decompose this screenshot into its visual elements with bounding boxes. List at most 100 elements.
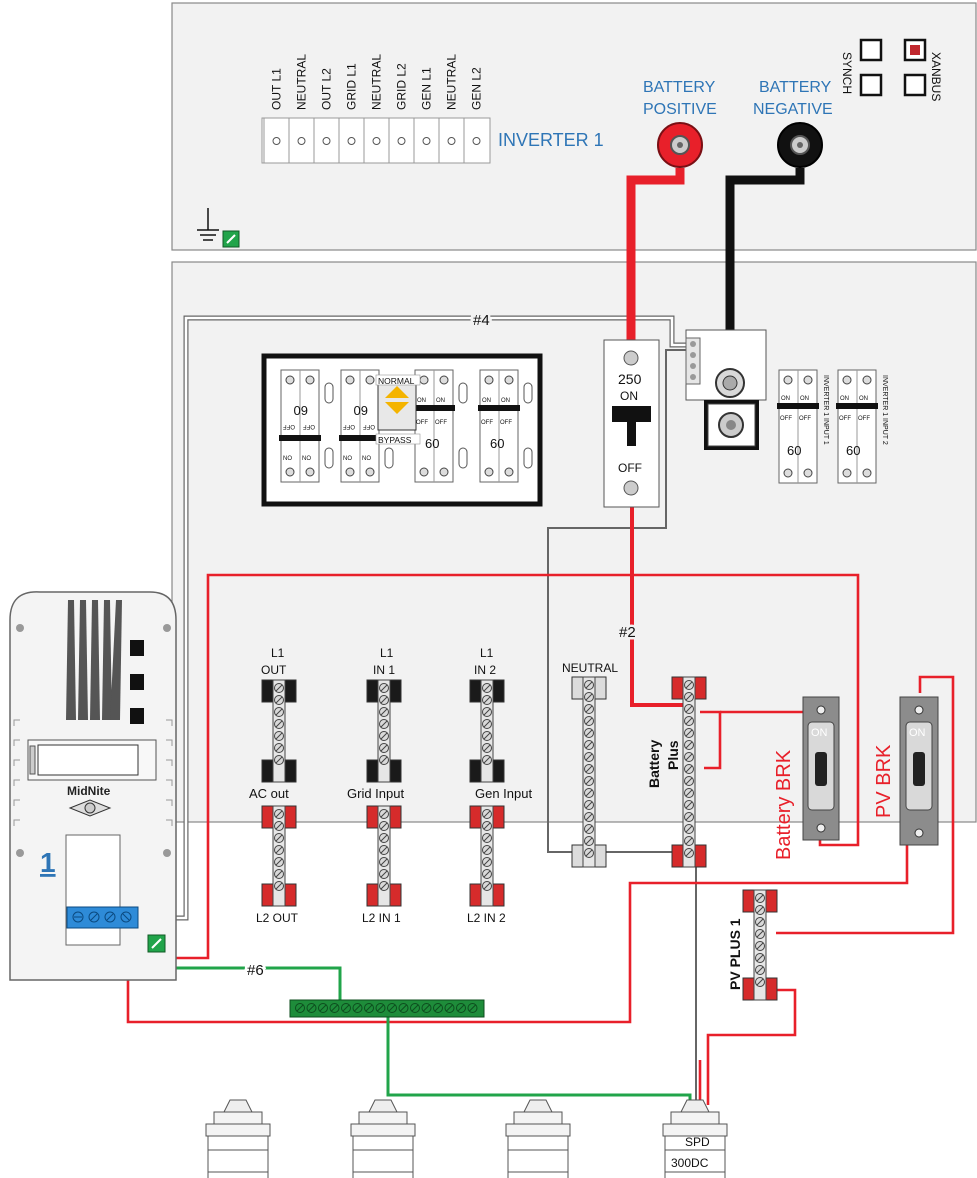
inverter-terminal-block bbox=[261, 117, 491, 164]
battery-breaker[interactable] bbox=[802, 696, 840, 841]
inverter-terminal-label: GEN L1 bbox=[420, 67, 434, 110]
pv-plus-label: PV PLUS 1 bbox=[727, 918, 743, 990]
neutral-busbar[interactable] bbox=[571, 676, 607, 868]
inverter-terminal-screw[interactable] bbox=[372, 137, 381, 145]
battery-negative-label-1: BATTERY bbox=[759, 79, 832, 96]
input-breaker-label: INVERTER 1 INPUT 1 bbox=[822, 375, 829, 445]
l1-in2-label-1: L1 bbox=[480, 646, 494, 660]
l1-out-label-2: OUT bbox=[261, 663, 287, 677]
bypass-switch[interactable] bbox=[377, 377, 417, 431]
breaker-handle[interactable] bbox=[523, 447, 533, 469]
bypass-breaker-on: ON bbox=[482, 398, 491, 404]
synch-label: SYNCH bbox=[840, 52, 854, 94]
battery-negative-terminal[interactable] bbox=[777, 122, 823, 168]
l2-busbar[interactable] bbox=[261, 805, 297, 907]
main-dc-breaker[interactable] bbox=[603, 339, 660, 508]
bypass-breaker-rating: 60 bbox=[294, 403, 308, 418]
input-breaker-off: OFF bbox=[780, 416, 792, 422]
charge-controller bbox=[9, 591, 177, 981]
breaker-handle[interactable] bbox=[324, 447, 334, 469]
input-breaker-on: ON bbox=[840, 396, 849, 402]
breaker-handle[interactable] bbox=[458, 382, 468, 404]
battery-plus-busbar[interactable] bbox=[671, 676, 707, 868]
ac-out-label: AC out bbox=[249, 786, 289, 801]
breaker-handle[interactable] bbox=[458, 447, 468, 469]
l1-in2-label-2: IN 2 bbox=[474, 663, 496, 677]
l1-busbar[interactable] bbox=[469, 679, 505, 783]
inverter-terminal-screw[interactable] bbox=[322, 137, 331, 145]
main-breaker-off: OFF bbox=[618, 461, 642, 475]
inverter-terminal-screw[interactable] bbox=[422, 137, 431, 145]
wire-6-label: #6 bbox=[247, 962, 264, 979]
inverter-terminal-screw[interactable] bbox=[297, 137, 306, 145]
bypass-breaker-rating: 60 bbox=[490, 436, 504, 451]
battery-breaker-label: Battery BRK bbox=[773, 749, 795, 860]
l2-out-label: L2 OUT bbox=[256, 911, 299, 925]
battery-positive-terminal[interactable] bbox=[657, 122, 703, 168]
inverter-terminal-screw[interactable] bbox=[347, 137, 356, 145]
inverter-terminal-label: NEUTRAL bbox=[445, 54, 459, 110]
inverter-terminal-label: NEUTRAL bbox=[295, 54, 309, 110]
inverter-terminal-screw[interactable] bbox=[472, 137, 481, 145]
spd-label-2: 300DC bbox=[671, 1156, 709, 1170]
ac-busbars bbox=[261, 676, 778, 1001]
bypass-breaker-off: OFF bbox=[435, 420, 447, 426]
bypass-breaker-on: ON bbox=[436, 398, 445, 404]
normal-label: NORMAL bbox=[378, 376, 415, 386]
bypass-breaker-off: OFF bbox=[416, 420, 428, 426]
ground-bar bbox=[289, 999, 485, 1018]
bypass-breaker-off: OFF bbox=[500, 420, 512, 426]
charge-controller-terminals[interactable] bbox=[66, 906, 139, 929]
synch-port-1[interactable] bbox=[859, 38, 883, 62]
input-breaker-on: ON bbox=[800, 396, 809, 402]
inverter-terminal-screw[interactable] bbox=[272, 137, 281, 145]
input-breaker-label: INVERTER 1 INPUT 2 bbox=[881, 375, 888, 445]
l2-busbar[interactable] bbox=[366, 805, 402, 907]
wire-battery-positive bbox=[626, 168, 685, 355]
bypass-breaker-off: OFF bbox=[283, 423, 295, 429]
breaker-handle[interactable] bbox=[384, 447, 394, 469]
pv-breaker-label: PV BRK bbox=[873, 744, 895, 818]
battery-breaker-on: ON bbox=[811, 727, 828, 739]
breaker-handle[interactable] bbox=[324, 382, 334, 404]
battery-plus-label-2: Plus bbox=[665, 740, 681, 770]
inverter-terminal-screw[interactable] bbox=[397, 137, 406, 145]
bypass-breaker-on: ON bbox=[417, 398, 426, 404]
l1-busbar[interactable] bbox=[261, 679, 297, 783]
wire-2-label: #2 bbox=[619, 624, 636, 641]
gen-input-label: Gen Input bbox=[475, 786, 532, 801]
input-breaker-off: OFF bbox=[839, 416, 851, 422]
inverter-terminal-screw[interactable] bbox=[447, 137, 456, 145]
conduit-fitting bbox=[350, 1099, 416, 1178]
main-breaker-rating: 250 bbox=[618, 371, 642, 387]
pv-breaker[interactable] bbox=[899, 696, 939, 846]
input-breaker-off: OFF bbox=[858, 416, 870, 422]
l2-busbar[interactable] bbox=[469, 805, 505, 907]
conduit-fitting bbox=[505, 1099, 571, 1178]
breaker-handle[interactable] bbox=[523, 382, 533, 404]
grid-input-label: Grid Input bbox=[347, 786, 404, 801]
xanbus-port-2[interactable] bbox=[903, 73, 927, 97]
synch-port-2[interactable] bbox=[859, 73, 883, 97]
neutral-label: NEUTRAL bbox=[562, 661, 618, 675]
inverter-terminal-label: GRID L2 bbox=[395, 63, 409, 110]
battery-plus-label-1: Battery bbox=[646, 740, 662, 788]
battery-positive-label-2: POSITIVE bbox=[643, 101, 717, 118]
spd-label-1: SPD bbox=[685, 1135, 710, 1149]
pv-plus-busbar[interactable] bbox=[742, 889, 778, 1001]
bypass-breaker-off: OFF bbox=[343, 423, 355, 429]
spd-fitting bbox=[662, 1099, 728, 1178]
l1-in1-label-2: IN 1 bbox=[373, 663, 395, 677]
inverter-terminal-label: OUT L2 bbox=[320, 68, 334, 110]
l1-busbar[interactable] bbox=[366, 679, 402, 783]
charge-controller-brand: MidNite bbox=[67, 784, 111, 798]
